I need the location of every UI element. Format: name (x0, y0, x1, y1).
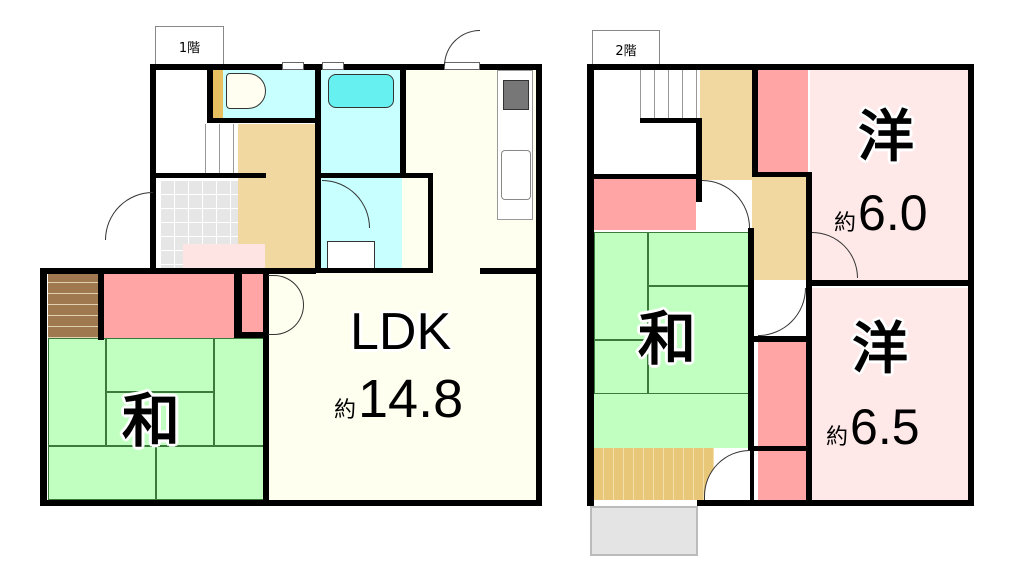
sink-icon (501, 150, 531, 200)
closet-2f-top (756, 70, 808, 174)
japanese-room-1f-label: 和 (122, 387, 181, 455)
western-room-a-label: 洋 (858, 105, 914, 170)
tatami-room-1f (48, 338, 264, 500)
balcony (590, 506, 698, 556)
ldk-floor-main (268, 268, 538, 500)
entrance-step (183, 244, 265, 268)
stove-icon (503, 80, 529, 110)
closet-1f-b (242, 272, 264, 332)
stairs-2f-steps (640, 70, 698, 120)
floor-label-1f: 1階 (155, 26, 224, 65)
western-room-b-label: 洋 (852, 317, 908, 382)
western-room-b-floor (810, 288, 972, 500)
toilet-shelf (213, 68, 223, 118)
washbasin-icon (327, 241, 375, 269)
closet-2f-bottom (758, 450, 808, 500)
western-room-a-size: 約6.0 (834, 185, 928, 241)
closet-1f-a (102, 272, 234, 338)
floor-label-2f: 2階 (592, 30, 660, 67)
wood-veranda-strip (594, 448, 714, 500)
bathtub-icon (328, 74, 394, 108)
japanese-room-2f-label: 和 (638, 305, 697, 373)
door-swing-top (444, 30, 480, 66)
stairs-1f (153, 68, 209, 178)
ldk-size: 約14.8 (334, 369, 464, 429)
window-1f-top-b (322, 62, 344, 70)
ldk-label: LDK (350, 303, 452, 361)
western-room-b-size: 約6.5 (826, 399, 920, 455)
closet-2f-mid (758, 342, 808, 446)
closet-2f-left (594, 178, 696, 230)
tatami-room-2f (594, 232, 752, 448)
door-swing-room-b[interactable] (758, 288, 806, 336)
wood-floor-corner (48, 272, 100, 338)
entrance-door-swing[interactable] (105, 192, 153, 240)
toilet-bowl-icon (226, 73, 266, 109)
window-1f-top-a (282, 62, 304, 70)
